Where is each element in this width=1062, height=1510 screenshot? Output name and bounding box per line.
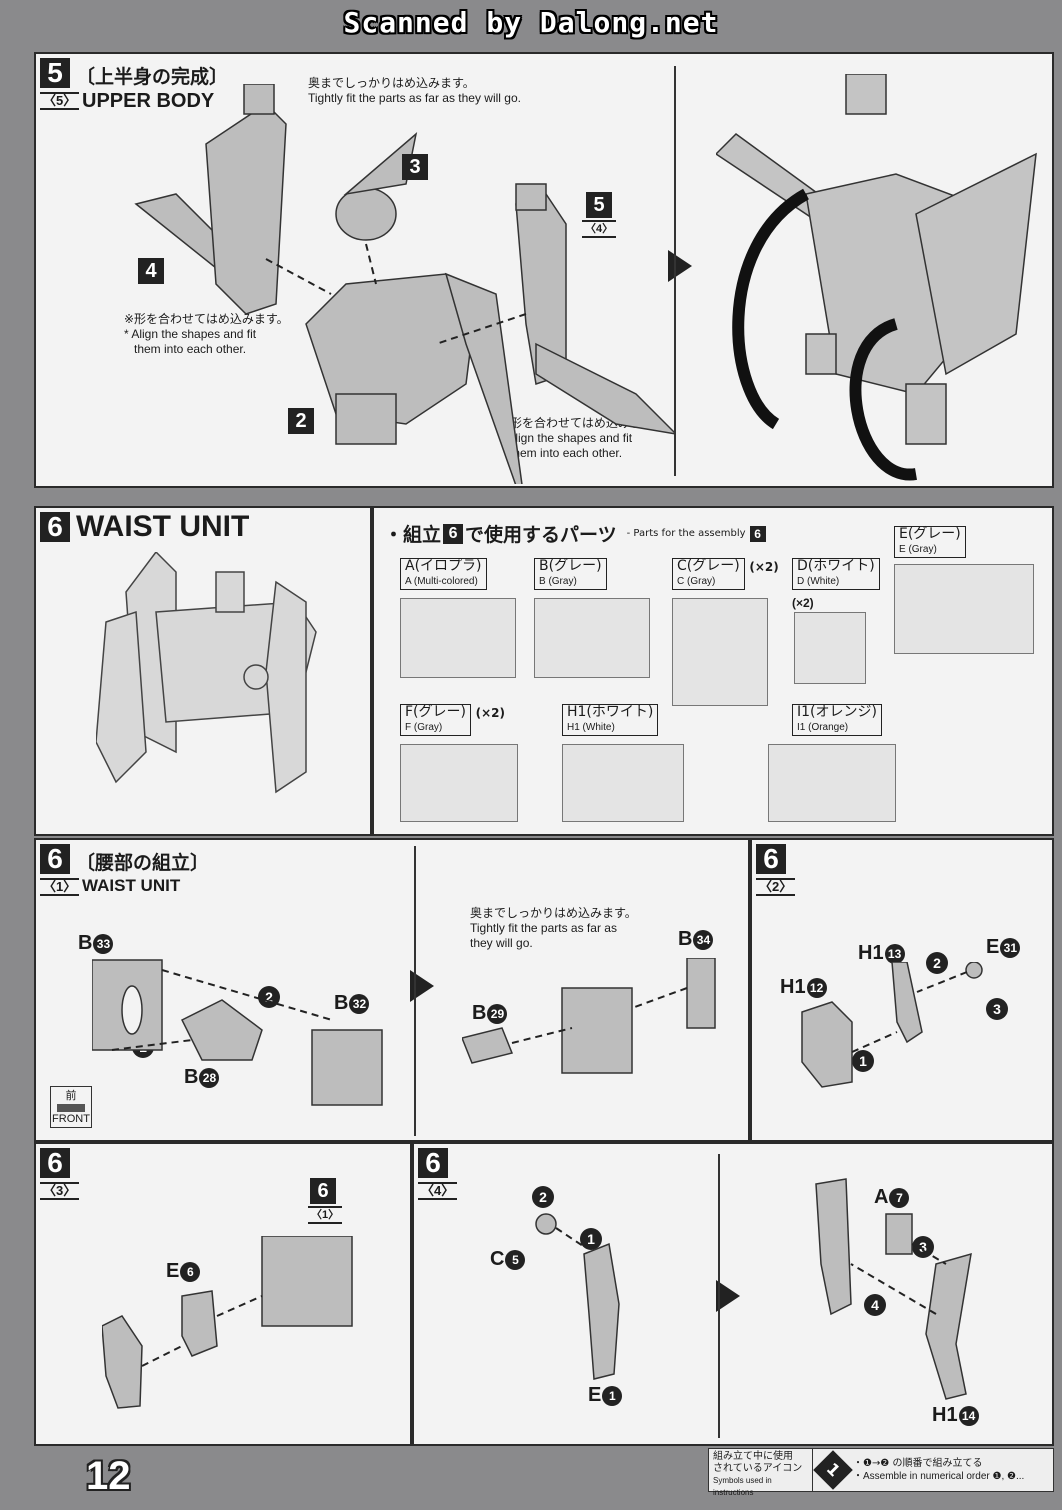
runner-d-mult: (×2) (792, 596, 814, 610)
panel-divider (674, 66, 676, 476)
step-sub: 〈3〉 (40, 1182, 80, 1200)
order-1-marker: 1 (852, 1050, 874, 1072)
result-arrow (716, 1280, 740, 1312)
order-2-marker: 2 (532, 1186, 554, 1208)
step-sub: 〈1〉 (40, 878, 80, 896)
fit-note: 奥までしっかりはめ込みます。 Tightly fit the parts as … (308, 76, 521, 105)
waist-side-parts-illustration (801, 962, 983, 1088)
step-number: 6 (40, 512, 70, 542)
panel-divider (414, 846, 416, 1136)
page-number: 12 (86, 1454, 131, 1498)
step-sub: 〈5〉 (40, 92, 80, 110)
waist-armor-parts-illustration (102, 1236, 353, 1409)
runner-a-label: A(イロプラ)A (Multi-colored) (400, 558, 487, 590)
runner-b-sprue (534, 598, 650, 678)
callout-part-5-sub: 〈4〉 (582, 220, 617, 238)
runner-d-label: D(ホワイト)D (White) (792, 558, 880, 590)
align-note-left: ※形を合わせてはめ込みます。 * Align the shapes and fi… (124, 312, 289, 356)
step-number: 6 (756, 844, 786, 874)
waist-frame-assembled-illustration (462, 958, 716, 1074)
callout-part-3: 3 (402, 154, 428, 180)
runner-c-label: C(グレー)C (Gray)(×2) (672, 558, 779, 590)
order-1-marker: 1 (580, 1228, 602, 1250)
step-sub: 〈4〉 (418, 1182, 458, 1200)
runner-f-sprue (400, 744, 518, 822)
callout-part-5: 5 (586, 192, 612, 218)
callout-part-2: 2 (288, 408, 314, 434)
step6-header-panel: 6 WAIST UNIT (34, 506, 372, 836)
legend-order-icon: 1 (813, 1450, 853, 1490)
result-arrow (668, 250, 692, 282)
step-number: 6 (40, 844, 70, 874)
step-sub: 〈2〉 (756, 878, 796, 896)
step-jp-title: 〔腰部の組立〕 (76, 852, 210, 874)
fit-note: 奥までしっかりはめ込みます。 Tightly fit the parts as … (470, 906, 637, 950)
step-number: 6 (40, 1148, 70, 1178)
step-en-title: WAIST UNIT (76, 510, 250, 543)
watermark: Scanned by Dalong.net (343, 6, 719, 39)
upper-body-assembly-illustration (134, 84, 676, 484)
runner-b-label: B(グレー)B (Gray) (534, 558, 607, 590)
runner-a-sprue (400, 598, 516, 678)
waist-unit-illustration (96, 552, 317, 794)
parts-title: ・組立 6 で使用するパーツ - Parts for the assembly … (384, 520, 766, 547)
callout-step-6: 6 (310, 1178, 336, 1204)
order-3-marker: 3 (986, 998, 1008, 1020)
runner-d-sprue (794, 612, 866, 684)
step-jp-title: 〔上半身の完成〕 (76, 66, 229, 88)
skirt-armor-parts-illustration (535, 1213, 620, 1380)
runner-i1-label: I1(オレンジ)I1 (Orange) (792, 704, 882, 736)
step5-panel: 5 〈5〉 〔上半身の完成〕 UPPER BODY 奥までしっかりはめ込みます。… (34, 52, 1054, 488)
step-number: 6 (418, 1148, 448, 1178)
upper-body-result-illustration (716, 74, 1037, 481)
callout-step-6-sub: 〈1〉 (308, 1206, 343, 1224)
symbol-legend: 組み立て中に使用 されているアイコン Symbols used in instr… (708, 1448, 1054, 1497)
step-number: 5 (40, 58, 70, 88)
panel-divider (718, 1154, 720, 1438)
step-en-title: WAIST UNIT (82, 876, 181, 895)
order-2-marker: 2 (926, 952, 948, 974)
skirt-armor-assembled-illustration (815, 1178, 972, 1400)
step6-parts-panel: ・組立 6 で使用するパーツ - Parts for the assembly … (372, 506, 1054, 836)
step-en-title: UPPER BODY (82, 90, 215, 112)
order-4-marker: 4 (864, 1294, 886, 1316)
runner-h1-label: H1(ホワイト)H1 (White) (562, 704, 659, 736)
runner-c-sprue (672, 598, 768, 706)
callout-part-4: 4 (138, 258, 164, 284)
runner-f-label: F(グレー)F (Gray)(×2) (400, 704, 505, 736)
runner-h1-sprue (562, 744, 684, 822)
waist-frame-parts-illustration (92, 959, 383, 1106)
order-3-marker: 3 (912, 1236, 934, 1258)
runner-e-sprue (894, 564, 1034, 654)
runner-e-label: E(グレー)E (Gray) (894, 526, 966, 558)
order-2-marker: 2 (258, 986, 280, 1008)
runner-i1-sprue (768, 744, 896, 822)
front-indicator: 前 FRONT (50, 1086, 92, 1128)
